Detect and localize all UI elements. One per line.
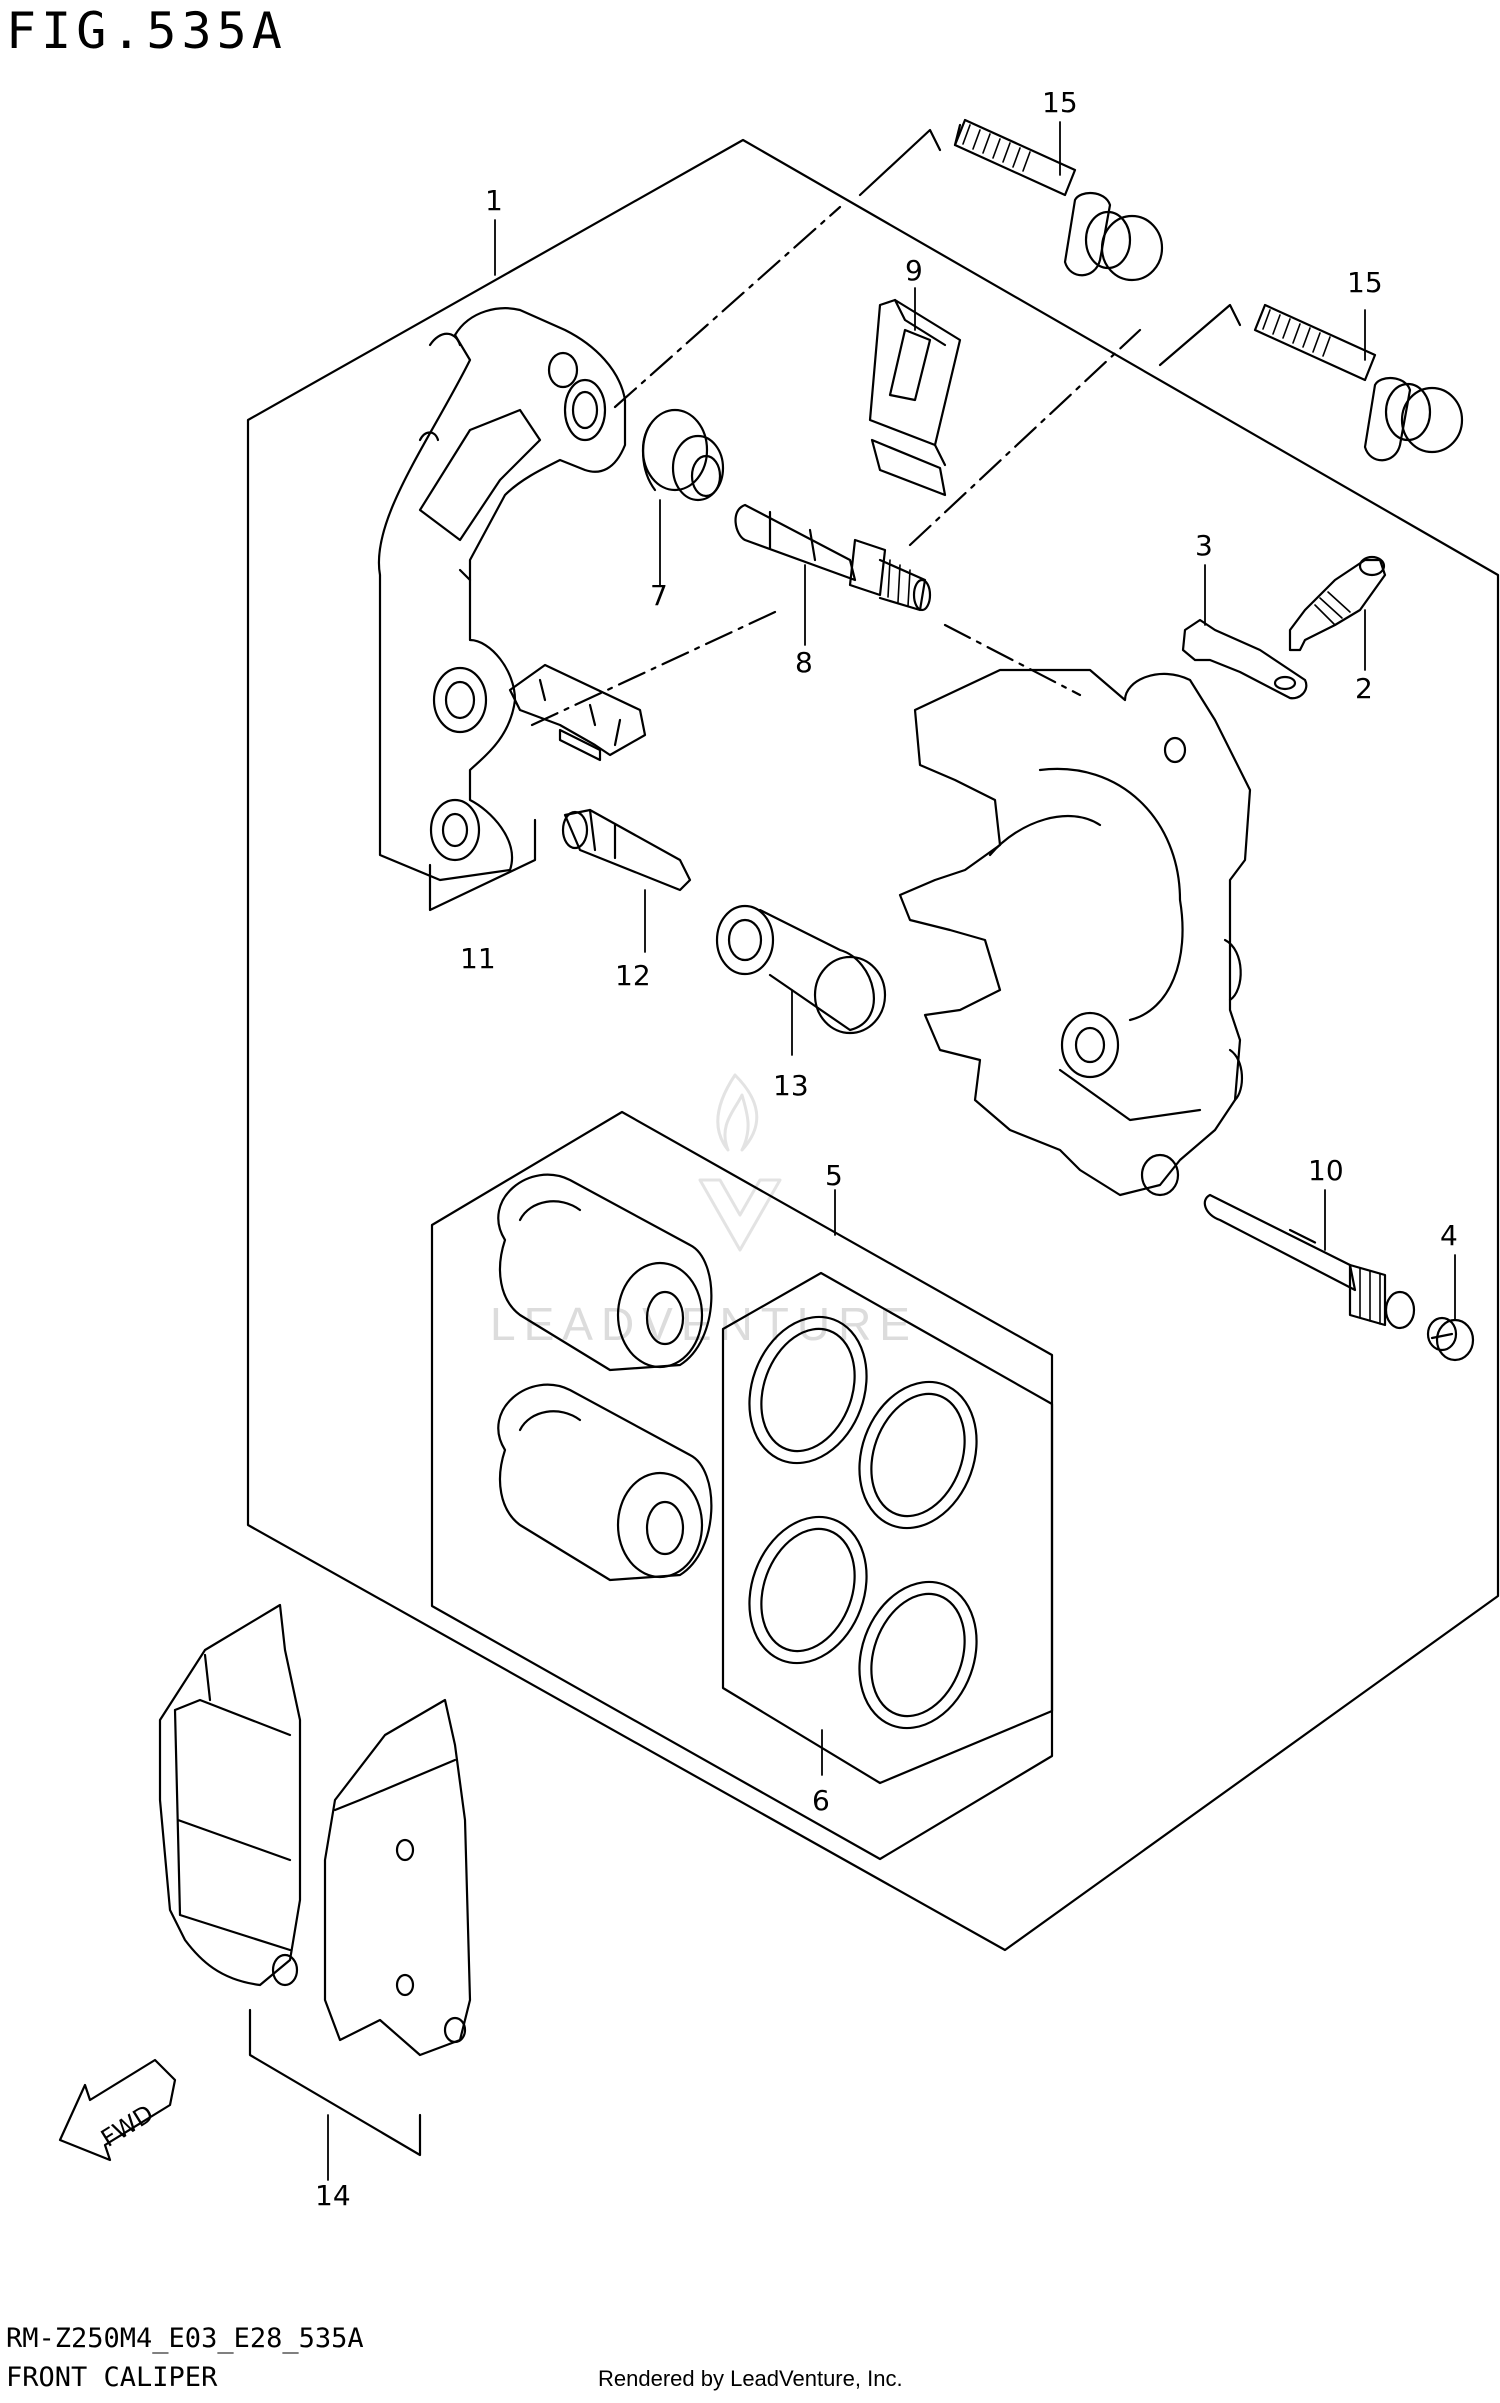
callout-1: 1 bbox=[485, 184, 503, 217]
bolt-15-upper bbox=[953, 118, 1164, 282]
callout-15-upper: 15 bbox=[1042, 86, 1078, 119]
callout-12: 12 bbox=[615, 959, 651, 992]
callout-4: 4 bbox=[1440, 1219, 1458, 1252]
render-credit: Rendered by LeadVenture, Inc. bbox=[598, 2366, 903, 2391]
watermark-text: LEADVENTURE bbox=[490, 1298, 918, 1350]
caliper-body bbox=[898, 668, 1252, 1197]
callout-10: 10 bbox=[1308, 1154, 1344, 1187]
leader-14-bracket bbox=[248, 2008, 422, 2157]
center-lines bbox=[530, 205, 1322, 1247]
leader-11-bracket bbox=[428, 818, 537, 912]
callout-13: 13 bbox=[773, 1069, 809, 1102]
pad-spring-9 bbox=[868, 298, 962, 497]
bleeder-valve-2 bbox=[1288, 555, 1387, 652]
leader-15b bbox=[1158, 303, 1242, 367]
bolt-15-lower bbox=[1253, 303, 1464, 462]
pin-8 bbox=[734, 503, 932, 612]
callout-6: 6 bbox=[812, 1784, 830, 1817]
plug-4 bbox=[1426, 1316, 1475, 1362]
seal-box bbox=[721, 1271, 1054, 1785]
pin-10 bbox=[1203, 1193, 1416, 1330]
pin-12 bbox=[561, 808, 692, 892]
caliper-bracket bbox=[377, 307, 627, 882]
callout-15-lower: 15 bbox=[1347, 266, 1383, 299]
callout-7: 7 bbox=[650, 579, 668, 612]
seal-3 bbox=[748, 1515, 868, 1665]
seal-1 bbox=[748, 1315, 868, 1465]
seal-4 bbox=[858, 1580, 978, 1730]
diagram-code: RM-Z250M4_E03_E28_535A bbox=[6, 2323, 364, 2354]
leader-15a bbox=[858, 128, 942, 197]
callout-14: 14 bbox=[315, 2179, 351, 2212]
brake-pad-right bbox=[323, 1698, 472, 2057]
fwd-arrow bbox=[58, 2058, 177, 2162]
bleeder-cap-3 bbox=[1181, 618, 1308, 700]
callout-2: 2 bbox=[1355, 672, 1373, 705]
piston-upper bbox=[497, 1173, 713, 1372]
piston-lower bbox=[497, 1383, 713, 1582]
boot-7 bbox=[641, 408, 725, 502]
diagram-name: FRONT CALIPER bbox=[6, 2362, 218, 2393]
piston-box bbox=[430, 1110, 1054, 1861]
callout-3: 3 bbox=[1195, 529, 1213, 562]
watermark-logo bbox=[698, 1073, 782, 1252]
callout-11: 11 bbox=[460, 942, 496, 975]
leader-lines bbox=[327, 121, 1456, 2181]
pad-clip-11 bbox=[508, 663, 647, 762]
caliper-assembly-box bbox=[246, 138, 1500, 1952]
callout-9: 9 bbox=[905, 254, 923, 287]
callout-8: 8 bbox=[795, 646, 813, 679]
brake-pad-left bbox=[158, 1603, 302, 1987]
callout-5: 5 bbox=[825, 1159, 843, 1192]
figure-title: FIG.535A bbox=[6, 2, 287, 60]
seal-2 bbox=[858, 1380, 978, 1530]
bolt-13 bbox=[715, 904, 887, 1035]
